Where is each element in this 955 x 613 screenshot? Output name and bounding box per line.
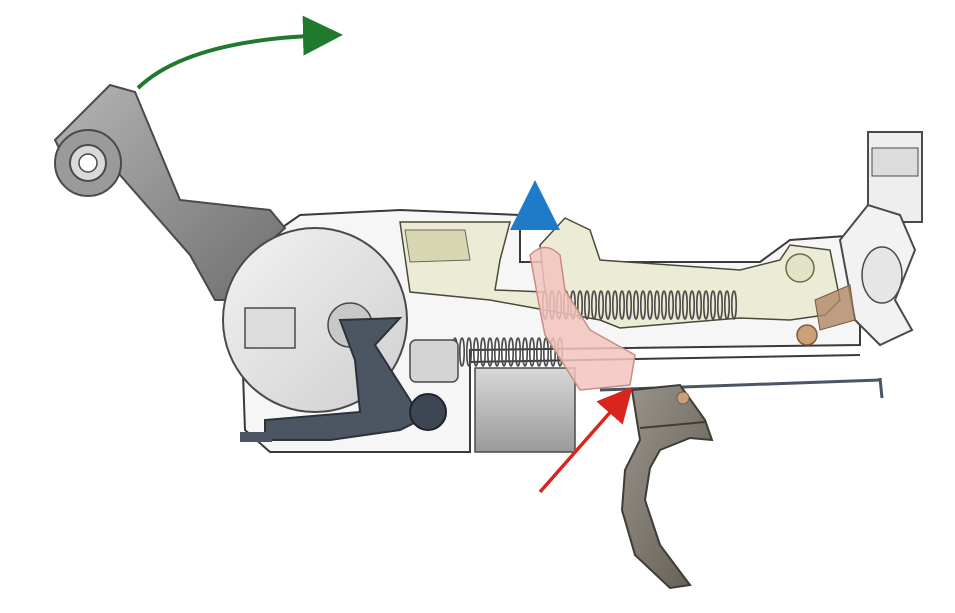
spring-coil: [702, 290, 709, 320]
spring-coil: [632, 290, 639, 320]
spring-coil: [667, 290, 674, 320]
spring-coil: [542, 337, 549, 367]
spring-coil: [486, 337, 493, 367]
sear-bar: [399, 217, 841, 329]
hammer: [53, 83, 287, 301]
disconnector-roller-icon: [409, 393, 447, 431]
spring-coil: [709, 290, 716, 320]
spring-coil: [493, 337, 500, 367]
spring-coil: [472, 337, 479, 367]
trigger: [620, 383, 714, 590]
trigger-push-arrow: [538, 386, 633, 494]
spring-plunger: [409, 339, 459, 383]
spring-coil: [500, 337, 507, 367]
spring-coil: [528, 337, 535, 367]
spring-coil: [660, 290, 667, 320]
spring-coil: [695, 290, 702, 320]
spring-coil: [583, 290, 590, 320]
disconnector: [240, 316, 447, 442]
spring-coil: [674, 290, 681, 320]
hammer-rotation-arrow: [136, 15, 343, 90]
spring-coil: [618, 290, 625, 320]
pink-sear: [529, 246, 636, 391]
spring-coil: [653, 290, 660, 320]
center-block: [474, 367, 576, 453]
spring-coil: [514, 337, 521, 367]
rear-pin-icon: [796, 324, 818, 346]
spring-coil: [458, 337, 465, 367]
trigger-pin-icon: [676, 391, 690, 405]
spring-coil: [681, 290, 688, 320]
spring-coil: [535, 337, 542, 367]
spring-coil: [479, 337, 486, 367]
spring-coil: [597, 290, 604, 320]
spring-coil: [639, 290, 646, 320]
sear-bar-pin-icon: [785, 253, 815, 283]
spring-coil: [716, 290, 723, 320]
spring-coil: [723, 290, 730, 320]
spring-coil: [507, 337, 514, 367]
spring-coil: [521, 337, 528, 367]
spring-coil: [730, 290, 737, 320]
spring-coil: [646, 290, 653, 320]
spring-coil: [465, 337, 472, 367]
rear-block: [796, 131, 923, 347]
spring-coil: [590, 290, 597, 320]
spring-coil: [604, 290, 611, 320]
spring-coil: [625, 290, 632, 320]
spring-coil: [611, 290, 618, 320]
spring-coil: [688, 290, 695, 320]
